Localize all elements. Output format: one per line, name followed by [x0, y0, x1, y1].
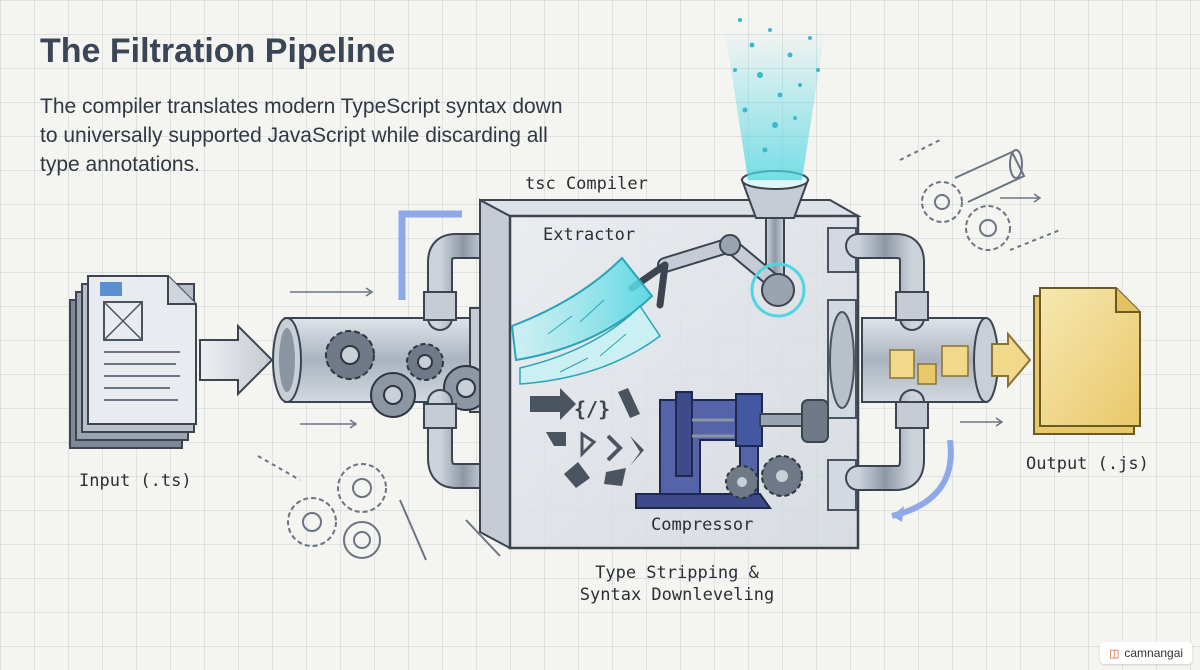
input-file-stack-icon	[69, 275, 197, 449]
sketch-flow-arrows	[290, 193, 1042, 429]
syntax-shards	[530, 388, 644, 488]
input-arrow-icon	[199, 323, 274, 397]
outlet-pipe	[861, 317, 999, 403]
extractor-label: Extractor	[543, 225, 635, 245]
compressor-label: Compressor	[651, 515, 753, 535]
input-label: Input (.ts)	[79, 471, 192, 491]
output-arrow-icon	[991, 331, 1032, 389]
caption-line-2: Syntax Downleveling	[580, 585, 774, 605]
watermark-badge: ◫ camnangai	[1100, 642, 1192, 664]
compiler-box	[479, 198, 862, 550]
inlet-bypass-pipes	[423, 233, 499, 489]
caption-line-1: Type Stripping &	[595, 563, 760, 583]
code-brackets-glyph: {/}	[574, 397, 610, 421]
return-blue-arrow-icon	[891, 439, 954, 519]
output-file-stack-icon	[1033, 287, 1141, 435]
return-arrow-head-icon	[892, 506, 904, 522]
inlet-gear-cluster-icon	[325, 330, 489, 418]
sketch-gears-bottom-left-icon	[257, 455, 501, 561]
inflow-blue-arrow-icon	[398, 210, 462, 300]
compiler-label: tsc Compiler	[525, 174, 648, 194]
output-label: Output (.js)	[1026, 454, 1149, 474]
compressor-press-icon	[635, 391, 829, 509]
watermark-text: camnangai	[1124, 646, 1184, 660]
outlet-bypass-pipes	[845, 233, 929, 491]
page-title: The Filtration Pipeline	[40, 32, 396, 70]
particle-beam	[725, 18, 825, 180]
tag-icon: ◫	[1108, 647, 1120, 660]
sketch-gears-top-right-icon	[899, 139, 1061, 251]
extractor-arm-icon	[628, 234, 806, 318]
page-subtitle: The compiler translates modern TypeScrip…	[40, 95, 563, 176]
extracted-type-strips	[510, 256, 662, 385]
